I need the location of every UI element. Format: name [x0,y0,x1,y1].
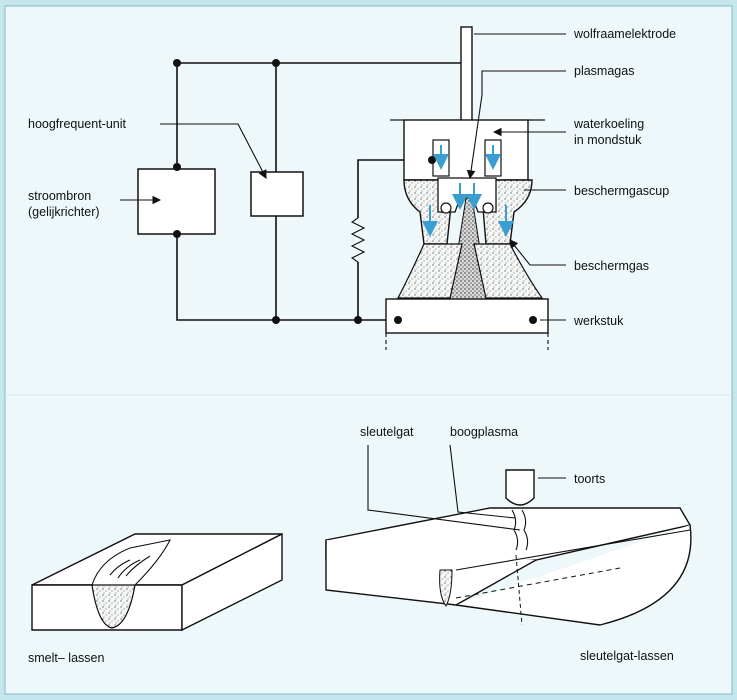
label-beschermgas: beschermgas [574,259,649,273]
top-wire [176,62,466,165]
stroombron-box [137,168,216,235]
plate-side [455,524,692,626]
circuit [137,59,470,324]
smelt-lassen-block [31,532,283,632]
label-in-mondstuk: in mondstuk [574,133,642,147]
junction [173,59,181,67]
bottom-wire [176,235,398,321]
label-plasmagas: plasmagas [574,64,634,78]
label-boogplasma: boogplasma [450,425,518,439]
leader-plasmagas [466,70,566,180]
label-sleutelgat: sleutelgat [360,425,414,439]
leader-sleutelgat [367,445,521,531]
sleutelgat-lassen-block [325,469,692,626]
keyhole-column [515,554,523,626]
leader-hoogfrequent [160,123,267,179]
junction [173,230,181,238]
junction [272,59,280,67]
leader-beschermgas [509,239,566,266]
label-stroombron: stroombron [28,189,91,203]
seam-line [455,529,691,571]
nozzle-terminal [428,156,436,164]
resistor [350,217,366,263]
plasma-torch [385,26,549,350]
drip [439,569,453,607]
workpiece-terminal [529,316,537,324]
shielding-gas-left [397,243,463,299]
hoogfrequent-box [250,171,304,217]
toorts-nozzle [505,469,535,506]
upper-leaders [120,33,566,321]
block-side [181,532,283,632]
label-werkstuk: werkstuk [573,314,624,328]
label-smelt-lassen: smelt– lassen [28,651,104,665]
label-waterkoeling: waterkoeling [573,117,644,131]
leader-boogplasma [449,444,516,519]
werkstuk-block [385,298,549,334]
junction [173,163,181,171]
coolant-port [440,202,452,214]
label-wolfraamelektrode: wolfraamelektrode [573,27,676,41]
coolant-port [482,202,494,214]
label-sleutelgat-lassen: sleutelgat-lassen [580,649,674,663]
seam-underside [455,567,621,599]
junction [354,316,362,324]
label-hoogfrequent-unit: hoogfrequent-unit [28,117,127,131]
label-beschermgascup: beschermgascup [574,184,669,198]
label-gelijkrichter: (gelijkrichter) [28,205,100,219]
weld-penetration [91,584,136,629]
torch-housing [403,119,529,181]
label-toorts: toorts [574,472,605,486]
workpiece-terminal [394,316,402,324]
junction [272,316,280,324]
plate-front [325,540,537,606]
